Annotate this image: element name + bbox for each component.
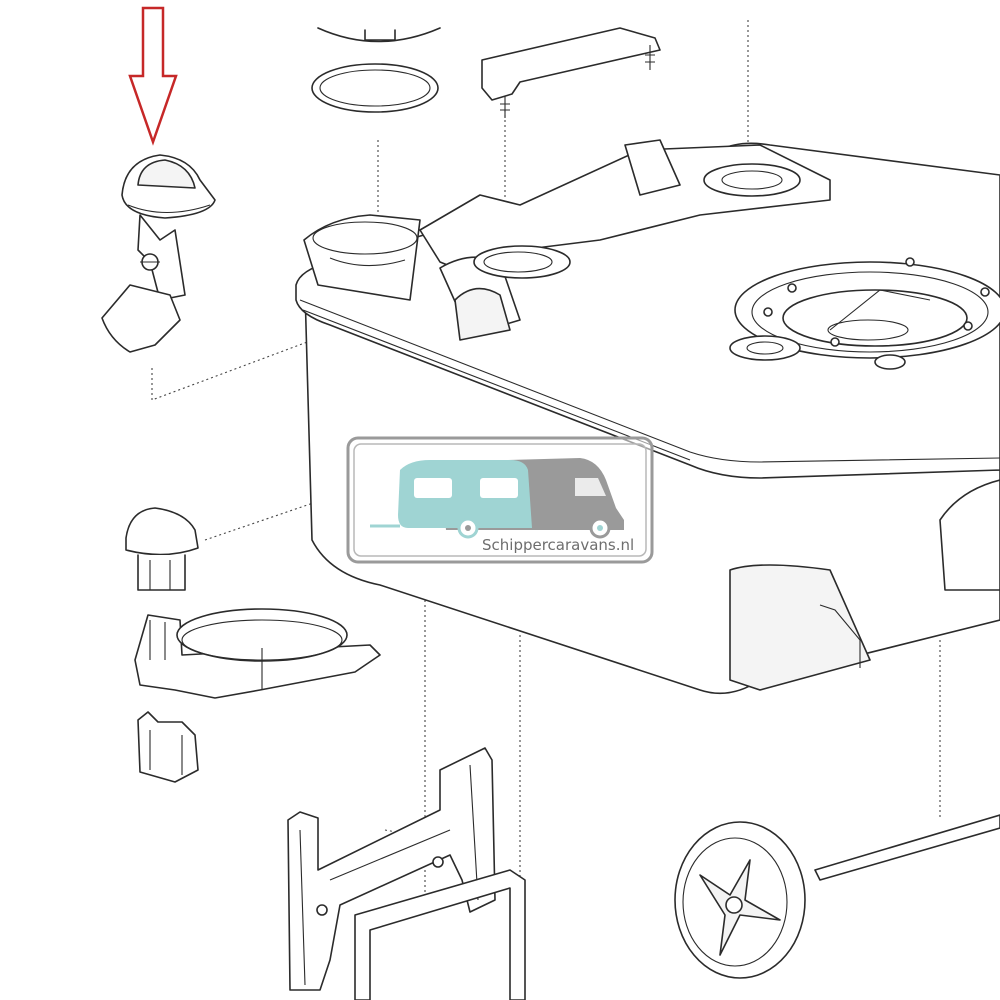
wheel-part — [674, 821, 806, 979]
frame-part — [287, 747, 526, 1000]
clip-part — [137, 711, 199, 783]
watermark-text: Schippercaravans.nl — [482, 536, 634, 554]
float-valve-part — [101, 154, 216, 353]
axle-part — [814, 814, 1000, 881]
down-arrow-icon — [128, 6, 178, 146]
valve-plate-part — [134, 608, 381, 699]
valve-knob-part — [125, 507, 199, 591]
top-parts — [311, 27, 661, 118]
watermark-logo: Schippercaravans.nl — [346, 436, 654, 564]
tank-body — [295, 139, 1000, 695]
